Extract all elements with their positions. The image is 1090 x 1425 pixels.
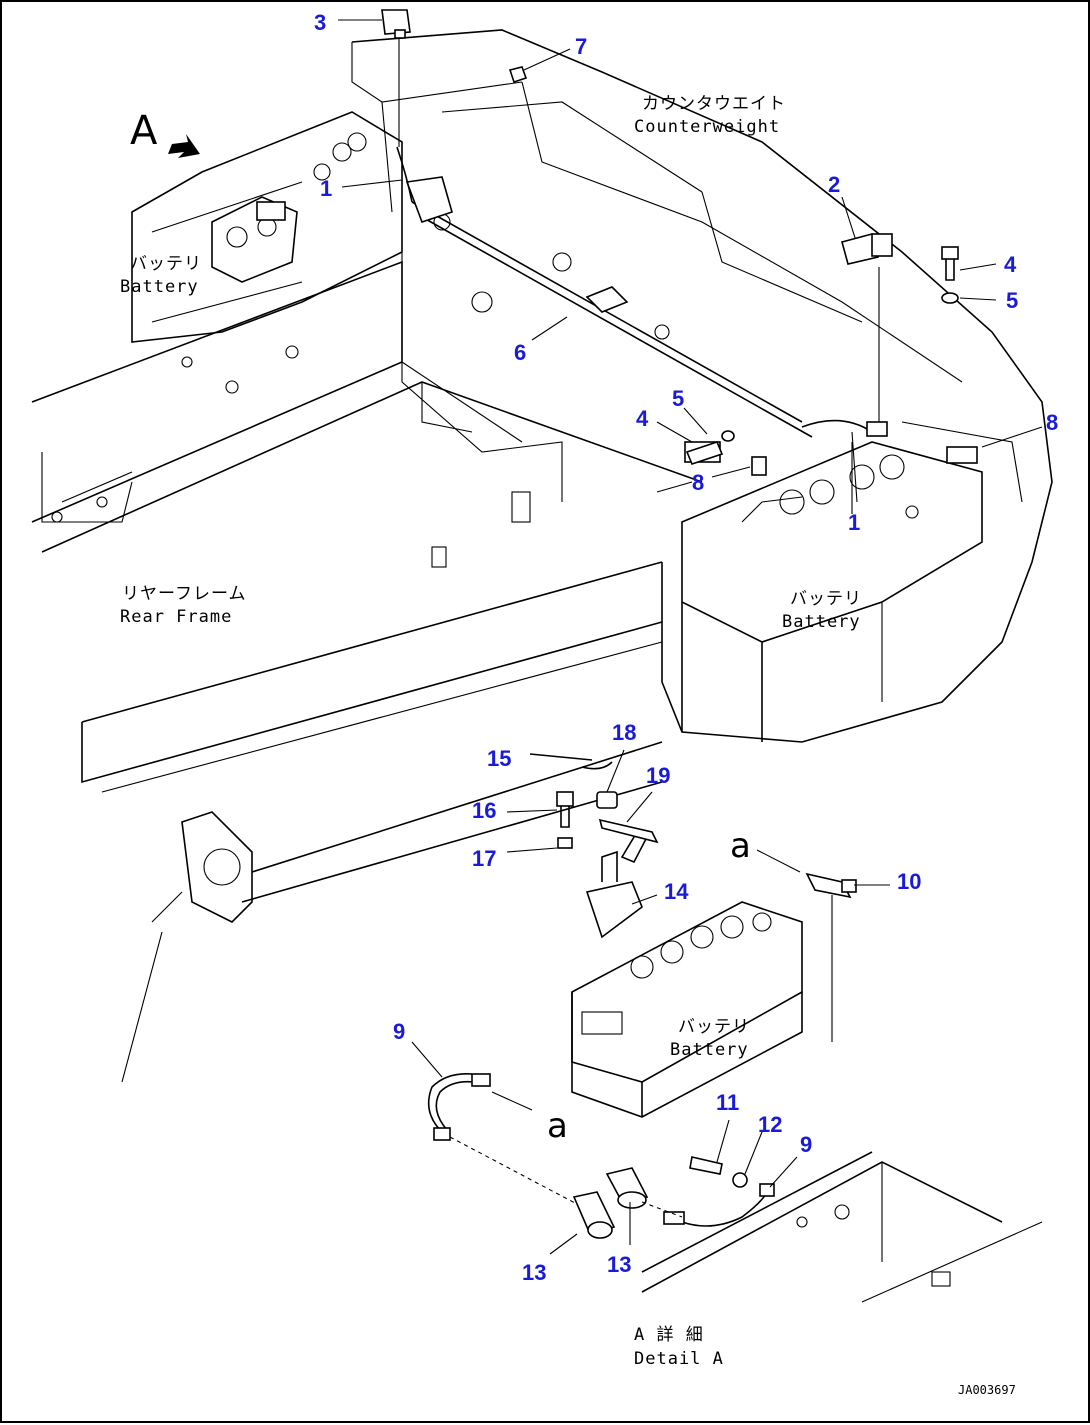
- callout-9-left: 9: [393, 1019, 405, 1044]
- ref-letter-a-lower: a: [547, 1106, 568, 1146]
- callout-2: 2: [828, 172, 840, 197]
- callout-4-mid: 4: [636, 406, 649, 431]
- callout-11: 11: [716, 1090, 739, 1115]
- callout-9-right: 9: [800, 1132, 812, 1157]
- rear-frame-label-jp: リヤーフレーム: [122, 584, 246, 604]
- callout-17: 17: [472, 846, 496, 871]
- detail-a-label-en: Detail A: [634, 1349, 724, 1369]
- machine-outline: [31, 29, 1053, 1083]
- battery-detail-label-en: Battery: [670, 1040, 749, 1060]
- callout-7: 7: [575, 34, 587, 59]
- top-small-parts: [168, 9, 959, 465]
- callout-15: 15: [487, 746, 511, 771]
- callout-6: 6: [514, 340, 526, 365]
- callout-4-top: 4: [1004, 252, 1017, 277]
- callout-13-right: 13: [607, 1252, 631, 1277]
- callout-8-right: 8: [1046, 410, 1058, 435]
- callout-5-top: 5: [1006, 288, 1018, 313]
- callout-19: 19: [646, 763, 670, 788]
- callout-18: 18: [612, 720, 636, 745]
- callout-16: 16: [472, 798, 496, 823]
- battery-right-label-jp: バッテリ: [790, 589, 862, 609]
- battery-left-label-jp: バッテリ: [130, 254, 202, 274]
- callout-1-upper: 1: [320, 176, 332, 201]
- callout-1-lower: 1: [848, 510, 860, 535]
- ref-letter-a-upper: a: [730, 826, 751, 866]
- battery-left-label-en: Battery: [120, 277, 199, 297]
- detail-a-drawing: [427, 753, 1043, 1303]
- callout-13-left: 13: [522, 1260, 546, 1285]
- rear-frame-label-en: Rear Frame: [120, 607, 232, 627]
- battery-detail-label-jp: バッテリ: [678, 1017, 750, 1037]
- detail-a-label-jp: A 詳 細: [634, 1325, 704, 1345]
- callout-3: 3: [314, 10, 326, 35]
- callout-10: 10: [897, 869, 921, 894]
- battery-right-label-en: Battery: [782, 612, 861, 632]
- leader-lines: [338, 19, 1043, 1255]
- drawing-id: JA003697: [958, 1383, 1016, 1397]
- callout-numbers: 3 7 1 2 4 5 6 5 4 8 8 1 18 15 19 16 17 1…: [314, 10, 1058, 1285]
- callout-8-left: 8: [692, 470, 704, 495]
- callout-5-mid: 5: [672, 386, 684, 411]
- callout-12: 12: [758, 1112, 782, 1137]
- callout-14: 14: [664, 879, 689, 904]
- counterweight-label-en: Counterweight: [634, 117, 780, 137]
- view-letter-a: A: [130, 108, 158, 154]
- counterweight-label-jp: カウンタウエイト: [642, 94, 786, 114]
- text-labels: カウンタウエイト Counterweight バッテリ Battery バッテリ…: [120, 94, 1016, 1397]
